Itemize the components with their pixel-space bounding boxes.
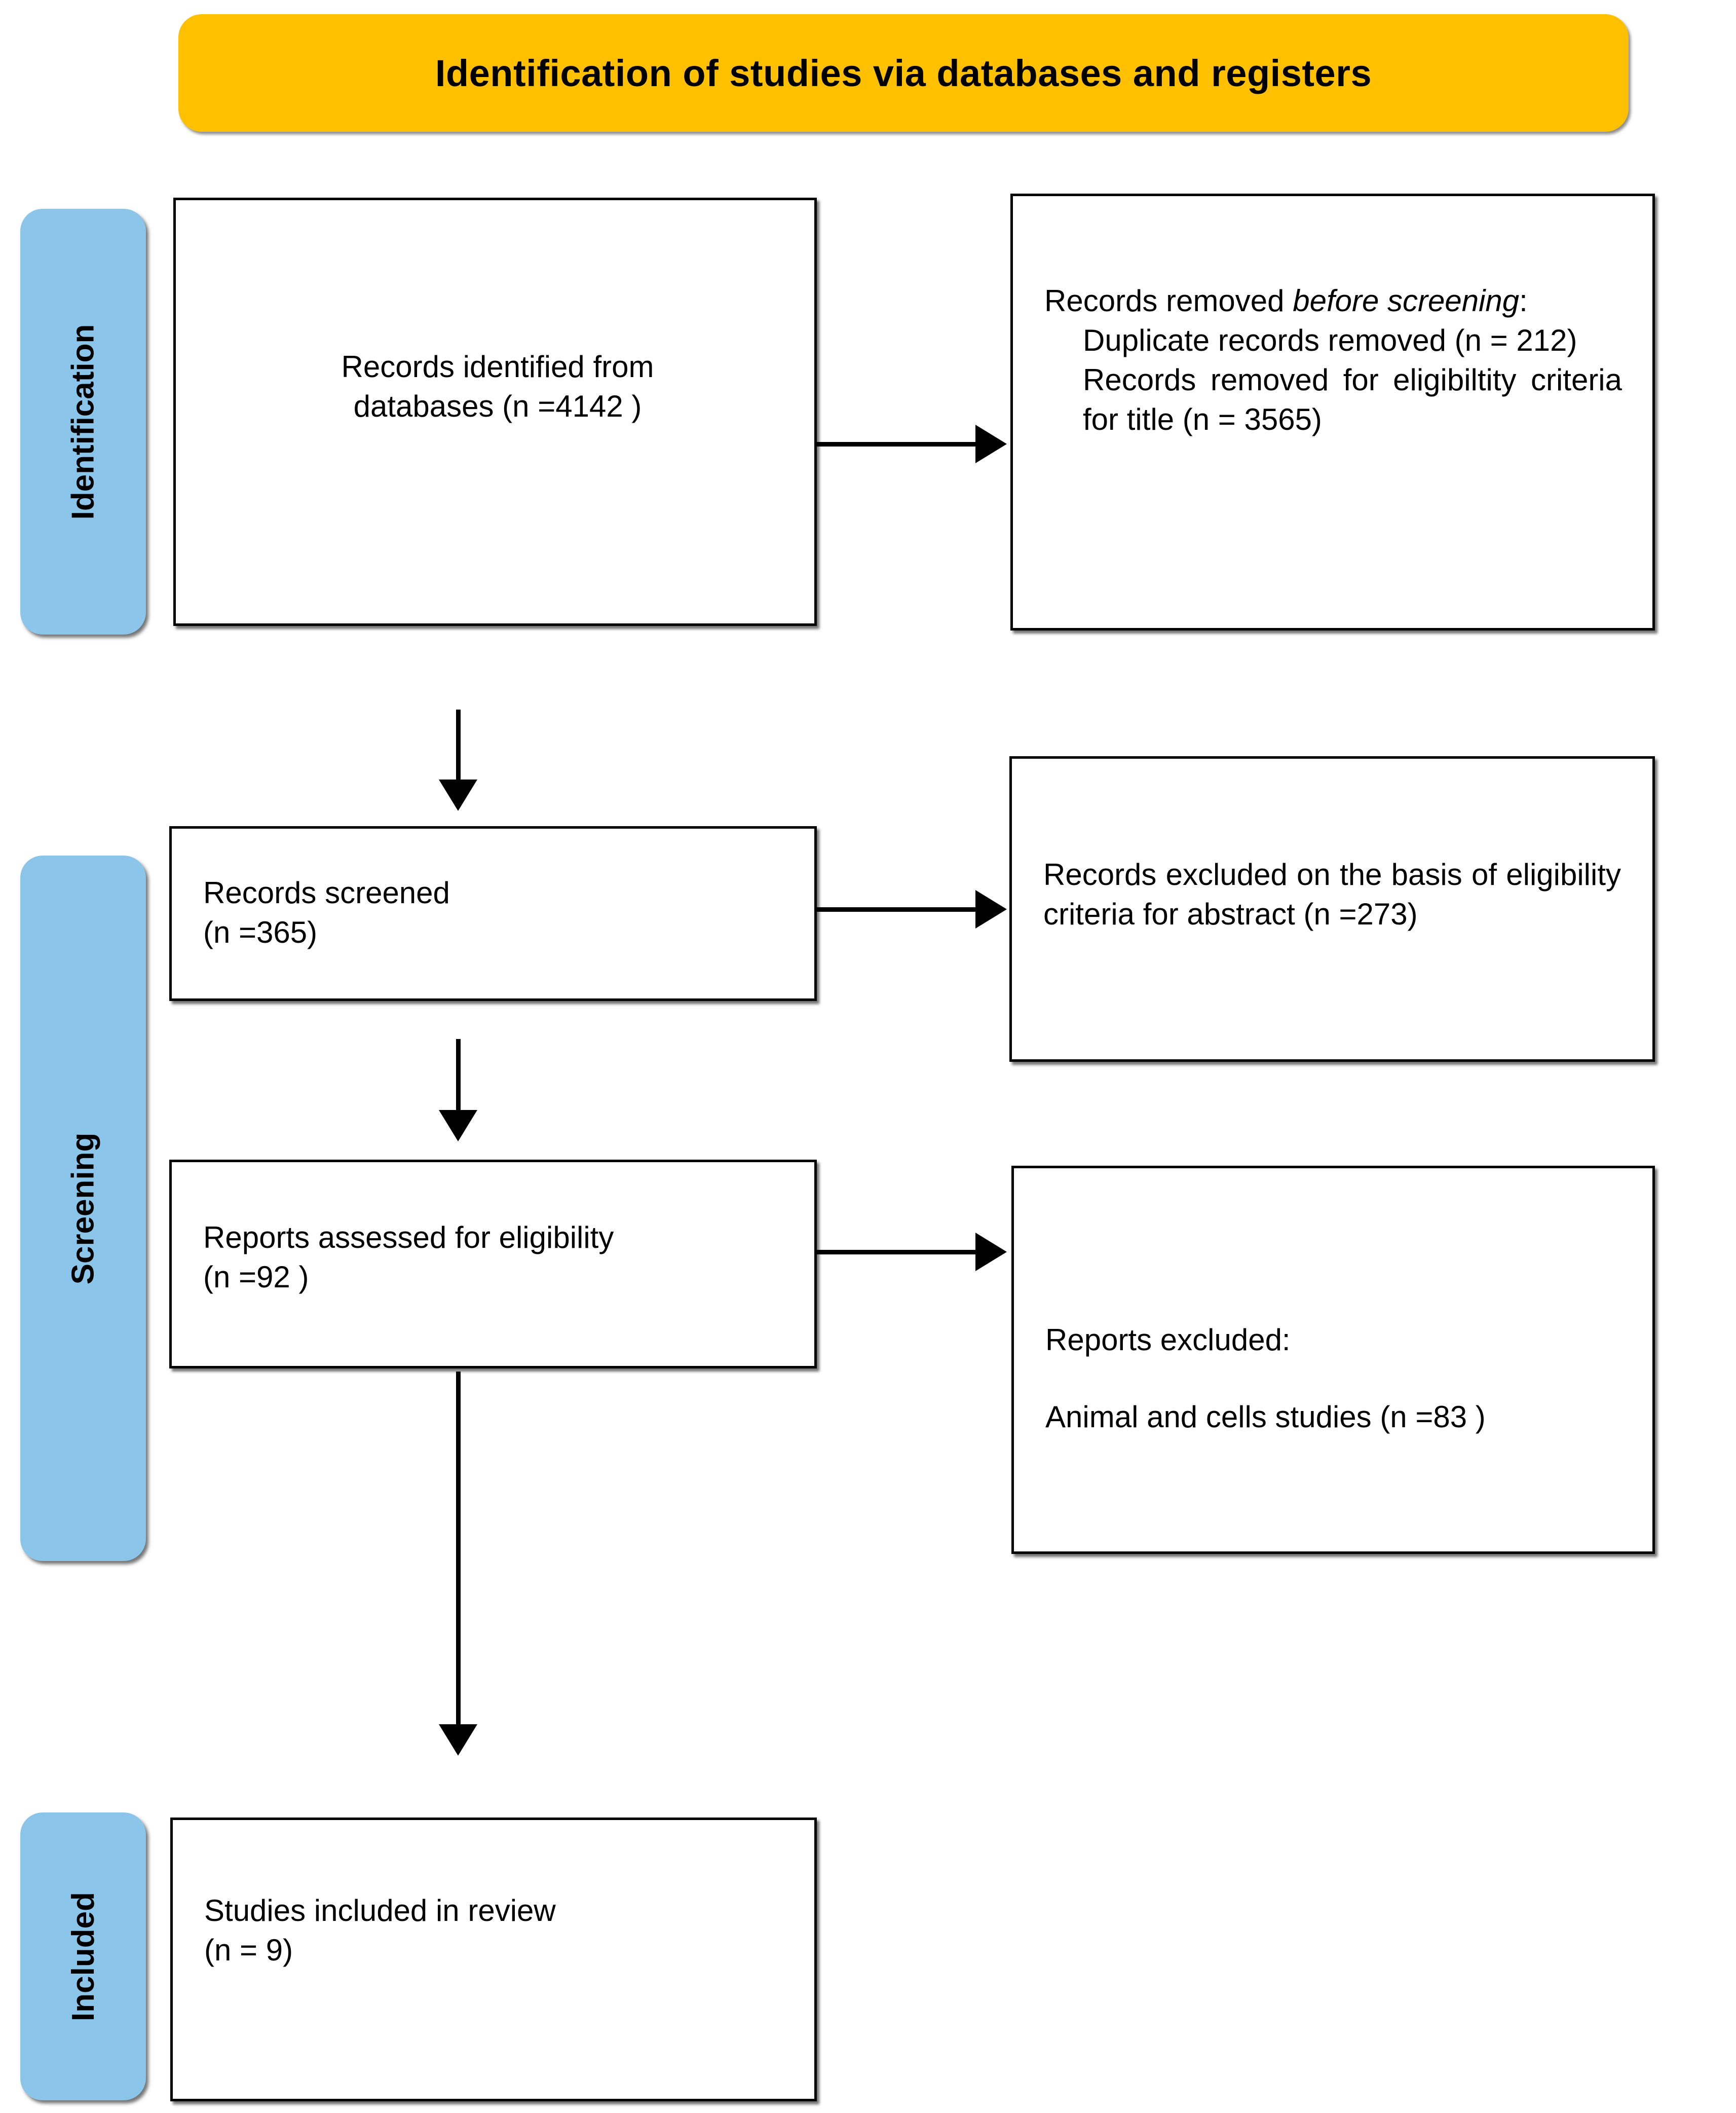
box-studies-included-line2: (n = 9) [204, 1933, 293, 1967]
box-records-removed-before-screening: Records removed before screening: Duplic… [1010, 194, 1655, 631]
box-records-excluded-abstract: Records excluded on the basis of eligibi… [1009, 756, 1655, 1062]
box-records-removed-heading-prefix: Records removed [1044, 284, 1293, 318]
box-records-removed-item1: Duplicate records removed (n = 212) [1083, 323, 1577, 357]
arrow-identified-to-screened-head [439, 780, 477, 811]
box-records-screened-line2: (n =365) [203, 915, 318, 949]
box-reports-assessed-line1: Reports assessed for eligibility [203, 1220, 614, 1254]
stage-label-identification-text: Identification [65, 324, 101, 520]
arrow-assessed-to-included-line [456, 1371, 461, 1727]
stage-label-included: Included [20, 1812, 146, 2100]
arrow-screened-to-assessed-line [456, 1039, 461, 1114]
box-reports-assessed-line2: (n =92 ) [203, 1260, 309, 1294]
arrow-identified-to-screened-line [456, 710, 461, 783]
box-records-removed-text: Records removed before screening: Duplic… [1044, 281, 1622, 439]
box-reports-excluded: Reports excluded: Animal and cells studi… [1011, 1166, 1655, 1554]
box-records-identified-line2: databases (n =4142 ) [353, 389, 642, 423]
diagram-title-banner: Identification of studies via databases … [178, 14, 1629, 132]
box-studies-included-line1: Studies included in review [204, 1894, 556, 1927]
stage-label-included-text: Included [65, 1892, 101, 2021]
arrow-screened-to-excluded-head [975, 890, 1007, 929]
box-records-identified-text: Records identified from databases (n =41… [201, 347, 794, 426]
box-records-excluded-abstract-text: Records excluded on the basis of eligibi… [1043, 855, 1621, 934]
stage-label-identification: Identification [20, 209, 146, 635]
box-reports-excluded-line1: Reports excluded: [1045, 1323, 1291, 1357]
box-reports-excluded-line2: Animal and cells studies (n =83 ) [1045, 1400, 1486, 1434]
diagram-title-text: Identification of studies via databases … [435, 52, 1372, 94]
box-records-screened-text: Records screened (n =365) [203, 873, 781, 952]
box-records-removed-heading-italic: before screening [1293, 284, 1520, 318]
arrow-assessed-to-reports-excluded-line [817, 1250, 978, 1254]
arrow-identified-to-removed-head [975, 425, 1007, 463]
stage-label-screening-text: Screening [65, 1132, 101, 1284]
box-studies-included: Studies included in review (n = 9) [170, 1818, 817, 2101]
box-records-screened: Records screened (n =365) [169, 826, 817, 1001]
arrow-identified-to-removed-line [817, 442, 978, 447]
box-records-identified: Records identified from databases (n =41… [173, 198, 817, 626]
box-reports-assessed-text: Reports assessed for eligibility (n =92 … [203, 1218, 786, 1297]
box-reports-excluded-gap [1045, 1360, 1628, 1397]
box-reports-excluded-text: Reports excluded: Animal and cells studi… [1045, 1320, 1628, 1437]
box-records-removed-item2: Records removed for eligibiltity criteri… [1083, 363, 1622, 436]
box-records-removed-heading-suffix: : [1519, 284, 1528, 318]
arrow-screened-to-assessed-head [439, 1110, 477, 1141]
box-records-screened-line1: Records screened [203, 876, 450, 910]
box-records-excluded-abstract-line: Records excluded on the basis of eligibi… [1043, 858, 1621, 931]
box-records-identified-line1: Records identified from [341, 350, 654, 384]
box-studies-included-text: Studies included in review (n = 9) [204, 1891, 787, 1970]
arrow-assessed-to-reports-excluded-head [975, 1233, 1007, 1271]
arrow-assessed-to-included-head [439, 1724, 477, 1756]
arrow-screened-to-excluded-line [817, 907, 978, 912]
box-reports-assessed: Reports assessed for eligibility (n =92 … [169, 1160, 817, 1368]
stage-label-screening: Screening [20, 856, 146, 1561]
